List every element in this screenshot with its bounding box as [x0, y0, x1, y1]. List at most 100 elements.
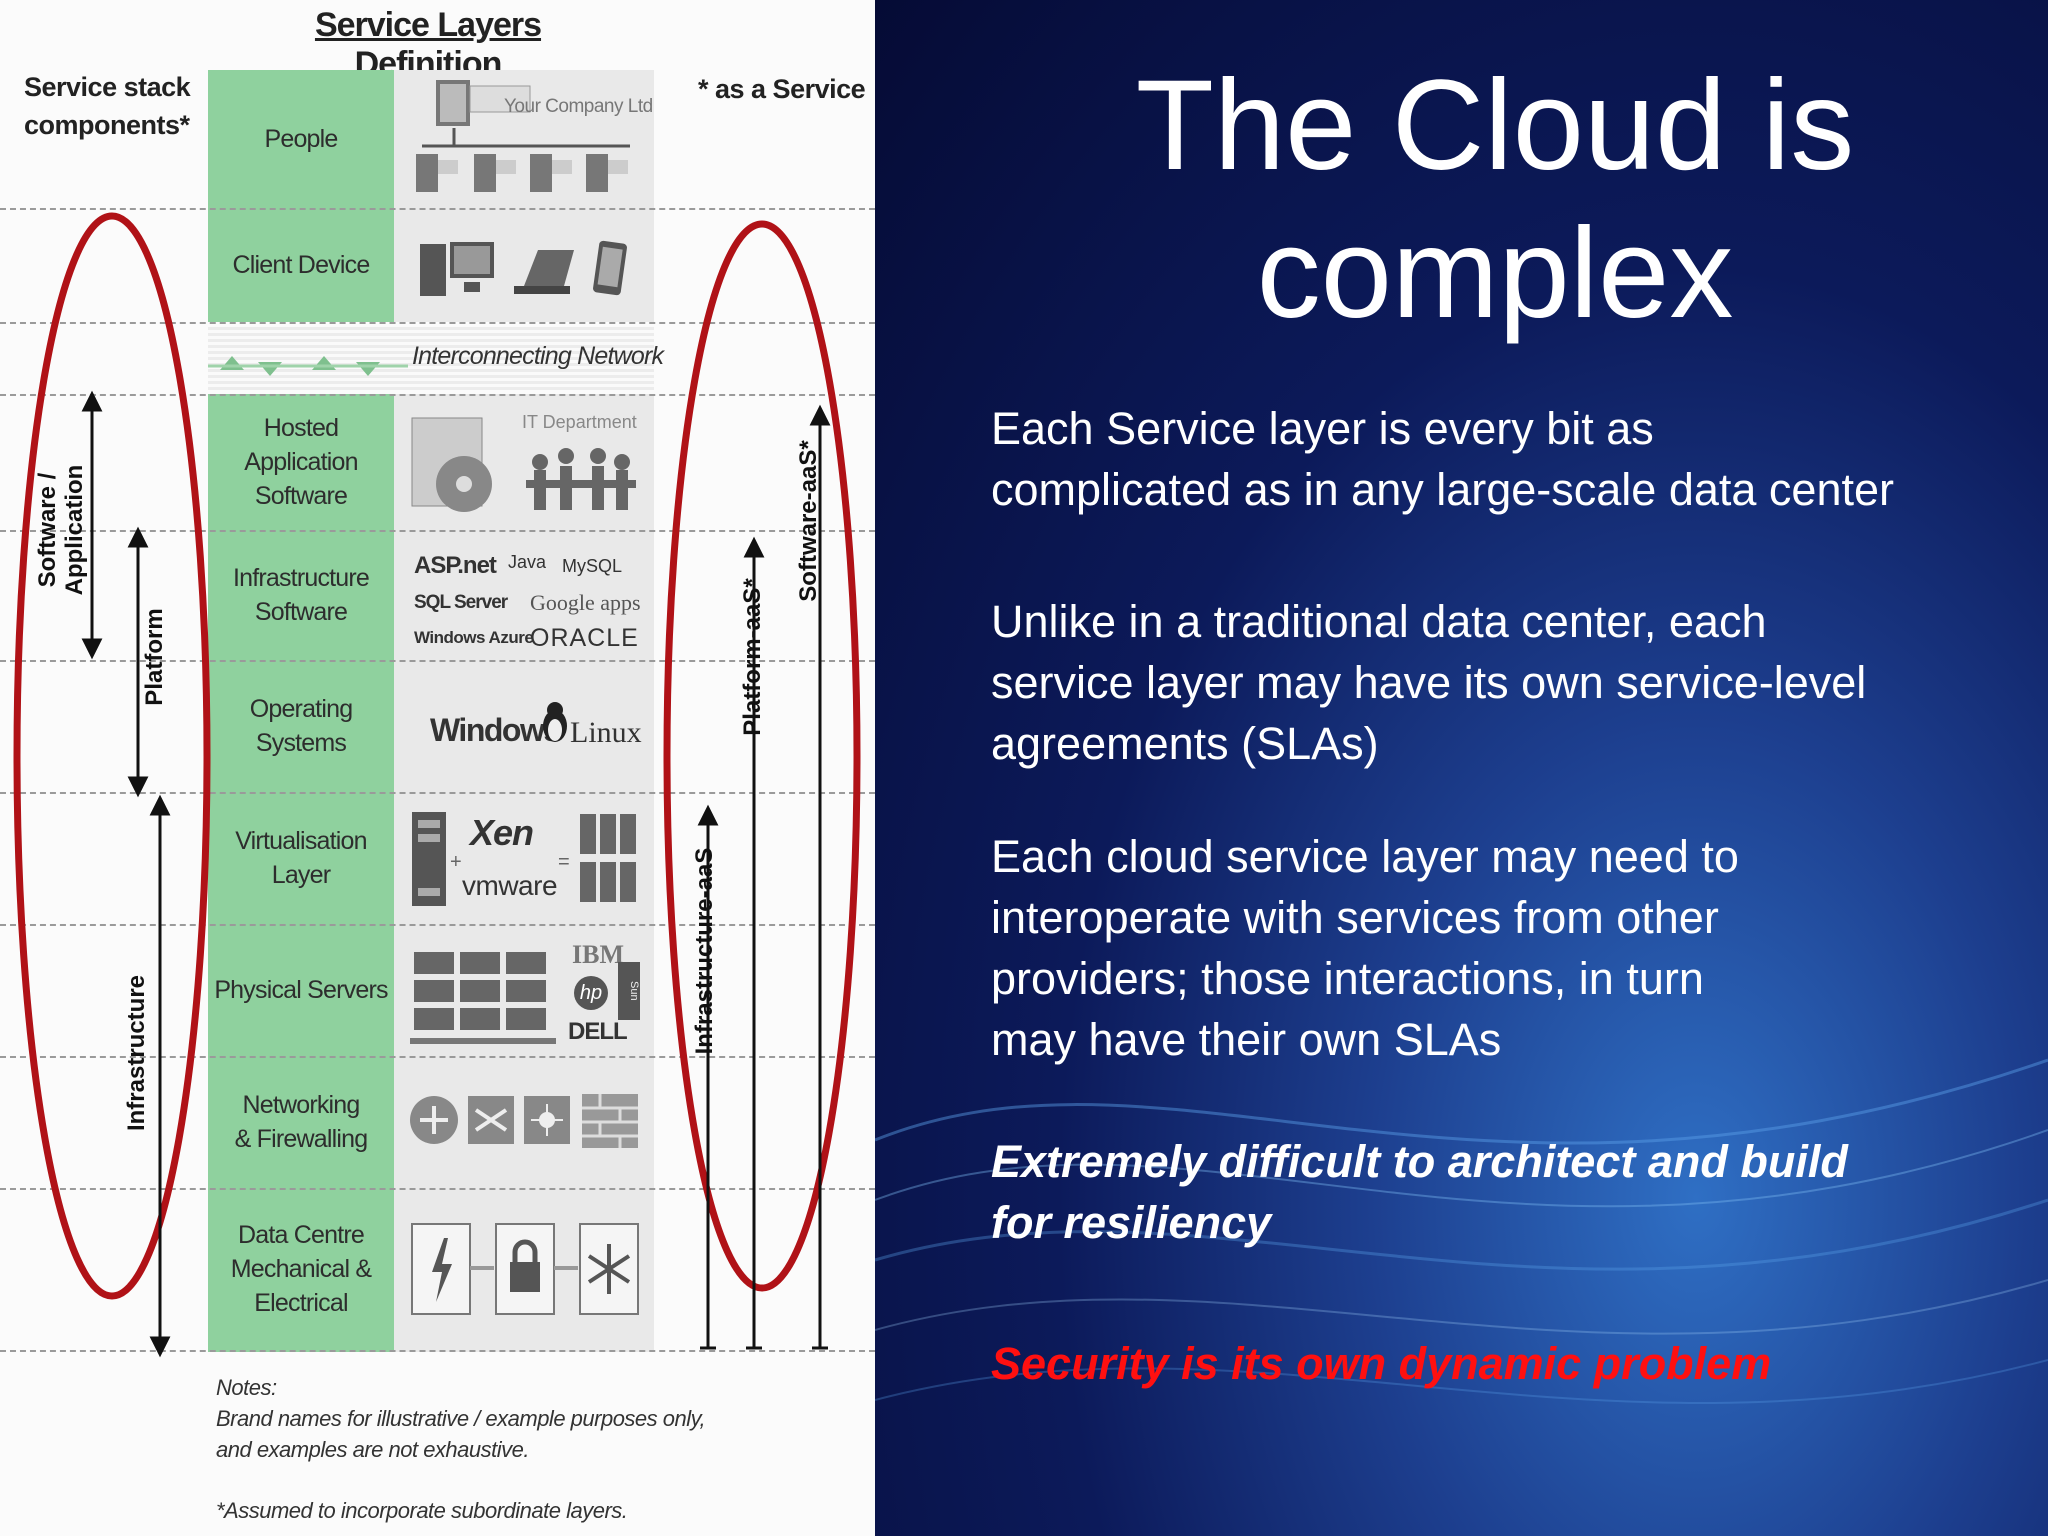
- layer-label: People: [264, 125, 338, 153]
- server-rack-icon: [410, 952, 556, 1044]
- layer-data-centre: Data Centre Mechanical & Electrical: [208, 1188, 394, 1350]
- windows-logo: Windows: [430, 712, 561, 748]
- network-arrows-icon: [208, 356, 408, 376]
- layer-operating-systems: Operating Systems: [208, 660, 394, 792]
- divider: [0, 924, 875, 926]
- layer-label: Electrical: [254, 1289, 348, 1317]
- layer-virtualisation: Virtualisation Layer: [208, 792, 394, 924]
- aspnet-logo: ASP.net: [414, 552, 497, 579]
- layer-label: Layer: [271, 861, 331, 889]
- svg-text:+: +: [450, 851, 462, 873]
- hosted-app-icons: [411, 417, 636, 512]
- emphasis-line: Extremely difficult to architect and bui…: [991, 1136, 1848, 1187]
- software-box-icon: [411, 417, 492, 512]
- org-chart-icon: [416, 80, 630, 192]
- azure-logo: Windows Azure: [414, 628, 534, 647]
- java-logo: Java: [508, 552, 547, 572]
- layer-networking: Networking & Firewalling: [208, 1056, 394, 1188]
- divider: [0, 1188, 875, 1190]
- layer-label: & Firewalling: [234, 1125, 369, 1153]
- sqlserver-logo: SQL Server: [414, 592, 508, 613]
- layer-physical-servers: Physical Servers: [208, 924, 394, 1056]
- ibm-logo: IBM: [572, 940, 624, 969]
- layer-hosted-application: Hosted Application Software: [208, 394, 394, 530]
- hub-icon: [524, 1096, 570, 1144]
- paragraph-line: interoperate with services from other: [991, 892, 1719, 943]
- power-icon: [411, 1223, 471, 1315]
- layer-label: Software: [254, 598, 348, 626]
- slide-title-line: The Cloud is: [1135, 54, 1855, 197]
- layer-label: Application: [244, 448, 358, 476]
- sun-logo: Sun: [618, 962, 640, 1020]
- hp-logo: hp: [574, 976, 608, 1010]
- slide-title-line: complex: [1256, 202, 1734, 345]
- network-label: Interconnecting Network: [412, 342, 664, 370]
- right-ellipse: [663, 220, 861, 1292]
- network-band: [208, 326, 654, 390]
- server-rack-icon: [580, 814, 636, 902]
- paragraph-sla: Unlike in a traditional data center, eac…: [991, 591, 2031, 774]
- layer-client-device: Client Device: [208, 208, 394, 322]
- googleapps-logo: Google apps: [530, 590, 641, 615]
- notes-line: and examples are not exhaustive.: [216, 1437, 529, 1462]
- paragraph-line: providers; those interactions, in turn: [991, 953, 1704, 1004]
- linux-logo: Linux: [570, 716, 642, 749]
- paragraph-interoperate: Each cloud service layer may need to int…: [991, 826, 2031, 1070]
- layer-label: Software: [254, 482, 348, 510]
- xen-logo: Xen: [470, 812, 534, 853]
- layer-label: Data Centre: [238, 1221, 365, 1249]
- axis-infrastructure: Infrastructure: [123, 974, 150, 1132]
- switch-icon: [468, 1096, 514, 1144]
- tablet-icon: [593, 240, 627, 296]
- axis-infrastructure-aas: Infrastructure-aaS: [691, 847, 718, 1055]
- lock-icon: [495, 1223, 555, 1315]
- paragraph-line: may have their own SLAs: [991, 1014, 1502, 1065]
- snowflake-icon: [579, 1223, 639, 1315]
- security-warning: Security is its own dynamic problem: [991, 1338, 1772, 1389]
- left-header: Service stack components*: [24, 68, 191, 144]
- left-header-line: Service stack: [24, 72, 191, 102]
- mysql-logo: MySQL: [562, 556, 623, 576]
- emphasis-resiliency: Extremely difficult to architect and bui…: [991, 1131, 2031, 1253]
- layer-label: Virtualisation: [235, 827, 367, 855]
- tux-icon: [543, 702, 567, 742]
- slide-title: The Cloud is complex: [995, 52, 1995, 348]
- divider: [0, 394, 875, 396]
- vmware-logo: vmware: [462, 870, 558, 901]
- layer-people: People: [208, 70, 394, 208]
- paragraph-line: Each Service layer is every bit as: [991, 403, 1654, 454]
- slide-panel: The Cloud is complex Each Service layer …: [875, 0, 2048, 1536]
- upper-green-block: [208, 70, 394, 322]
- right-header: * as a Service: [698, 74, 866, 104]
- wave-decoration: [875, 1058, 2048, 1404]
- diagram-notes: Notes: Brand names for illustrative / ex…: [216, 1372, 856, 1526]
- paragraph-service-layer: Each Service layer is every bit as compl…: [991, 398, 2031, 520]
- divider: [0, 208, 875, 210]
- paragraph-line: service layer may have its own service-l…: [991, 657, 1867, 708]
- layer-label: Client Device: [232, 251, 371, 279]
- layer-label: Operating Systems: [249, 695, 353, 757]
- layer-label: Mechanical &: [230, 1255, 372, 1283]
- notes-footnote: *Assumed to incorporate subordinate laye…: [216, 1498, 628, 1523]
- highlight-ellipses: [13, 212, 861, 1358]
- laptop-icon: [514, 250, 574, 294]
- networking-icons: [410, 1094, 638, 1148]
- client-devices: [420, 240, 627, 296]
- oracle-logo: ORACLE: [530, 624, 639, 652]
- notes-heading: Notes:: [216, 1375, 277, 1400]
- left-ellipse: [13, 212, 211, 1300]
- left-header-line: components*: [24, 110, 190, 140]
- service-layers-diagram: Service Layers Definition Service stack …: [0, 0, 875, 1536]
- axis-platform-aas: Platform-aaS*: [739, 578, 766, 736]
- divider: [0, 530, 875, 532]
- layer-label: Networking: [242, 1091, 360, 1119]
- axis-platform: Platform: [141, 608, 168, 706]
- axis-software-aas: Software-aaS*: [795, 440, 822, 602]
- layer-infrastructure-software: Infrastructure Software: [208, 530, 394, 660]
- paragraph-line: agreements (SLAs): [991, 718, 1379, 769]
- datacentre-icons: [411, 1223, 639, 1315]
- divider: [0, 660, 875, 662]
- paragraph-line: Unlike in a traditional data center, eac…: [991, 596, 1767, 647]
- emphasis-line: for resiliency: [991, 1197, 1272, 1248]
- lower-green-block: [208, 394, 394, 1352]
